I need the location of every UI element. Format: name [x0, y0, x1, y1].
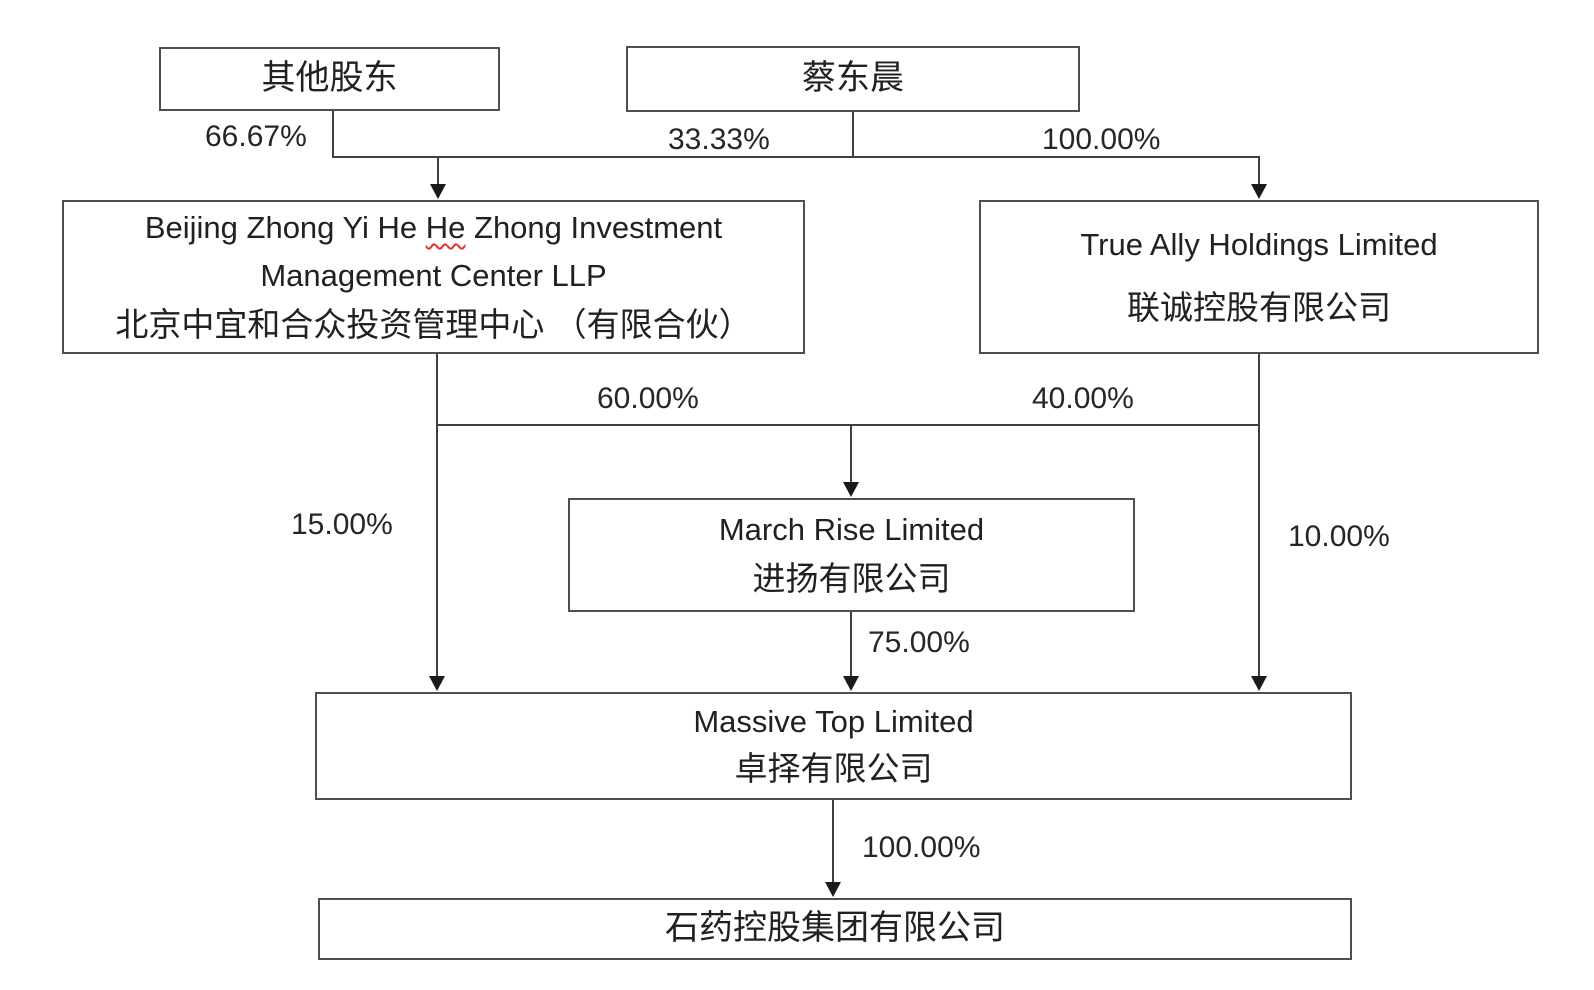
node-massive-top: Massive Top Limited 卓择有限公司 — [315, 692, 1352, 800]
node-beijing-center-name-zh: 北京中宜和合众投资管理中心 （有限合伙） — [115, 306, 752, 343]
arrowhead-into-march-rise — [843, 482, 859, 497]
arrowhead-center-into-massive-top — [843, 676, 859, 691]
ownership-label-march-rise-to-massive-top: 75.00% — [868, 626, 970, 659]
beijing-center-en-part3: Zhong Investment — [465, 210, 723, 245]
arrowhead-into-beijing-center — [430, 184, 446, 199]
ownership-label-beijing-to-massive-top: 15.00% — [291, 508, 393, 541]
node-march-rise-name-zh: 进扬有限公司 — [752, 560, 951, 597]
ownership-label-other-to-beijing: 66.67% — [205, 120, 307, 153]
node-cspc-holdings-label: 石药控股集团有限公司 — [665, 909, 1005, 948]
node-other-shareholders: 其他股东 — [159, 47, 500, 111]
node-true-ally-name-zh: 联诚控股有限公司 — [1127, 289, 1391, 326]
node-cai-dongchen-label: 蔡东晨 — [802, 59, 904, 98]
ownership-label-cai-to-beijing: 33.33% — [668, 123, 770, 156]
node-march-rise: March Rise Limited 进扬有限公司 — [568, 498, 1135, 612]
node-beijing-center-name-en-line2: Management Center LLP — [260, 258, 607, 293]
node-massive-top-name-en: Massive Top Limited — [693, 704, 974, 739]
node-true-ally: True Ally Holdings Limited 联诚控股有限公司 — [979, 200, 1539, 354]
beijing-center-en-part1: Beijing Zhong Yi He — [144, 210, 426, 245]
node-true-ally-name-en: True Ally Holdings Limited — [1080, 227, 1438, 262]
node-cai-dongchen: 蔡东晨 — [626, 46, 1080, 112]
arrowhead-left-into-massive-top — [429, 676, 445, 691]
node-beijing-center-name-en-line1: Beijing Zhong Yi He He Zhong Investment — [145, 204, 722, 252]
ownership-label-massive-top-to-cspc: 100.00% — [862, 831, 981, 864]
ownership-label-beijing-to-march-rise: 60.00% — [597, 382, 699, 415]
ownership-label-true-ally-to-march-rise: 40.00% — [1032, 382, 1134, 415]
arrowhead-right-into-massive-top — [1251, 676, 1267, 691]
arrowhead-into-true-ally — [1251, 184, 1267, 199]
ownership-label-cai-to-true-ally: 100.00% — [1042, 123, 1161, 156]
node-massive-top-name-zh: 卓择有限公司 — [734, 750, 933, 787]
beijing-center-en-part2-spellcheck: He — [425, 210, 466, 245]
node-other-shareholders-label: 其他股东 — [261, 59, 398, 98]
arrowhead-into-cspc — [825, 882, 841, 897]
node-cspc-holdings: 石药控股集团有限公司 — [318, 898, 1352, 960]
node-march-rise-name-en: March Rise Limited — [718, 512, 985, 547]
node-beijing-center: Beijing Zhong Yi He He Zhong Investment … — [62, 200, 805, 354]
ownership-label-true-ally-to-massive-top: 10.00% — [1288, 520, 1390, 553]
